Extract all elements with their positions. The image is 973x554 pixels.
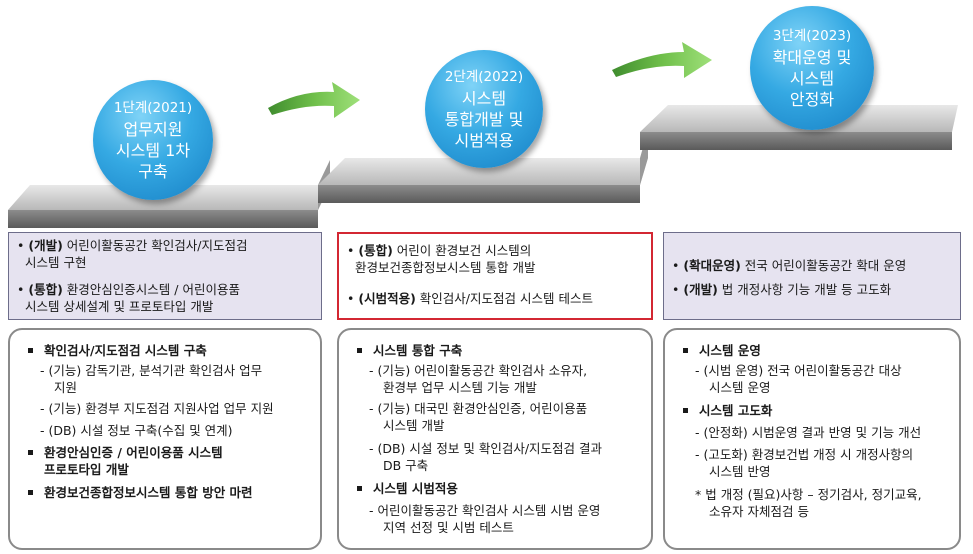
stage-title: 확대운영 및 시스템 안정화 bbox=[772, 47, 852, 109]
detail-item: - (안정화) 시범운영 결과 반영 및 기능 개선 bbox=[695, 425, 922, 440]
detail-item: - (DB) 시설 정보 구축(수집 및 연계) bbox=[40, 423, 233, 438]
step-1-front bbox=[8, 210, 318, 228]
detail-heading: 시스템 운영 bbox=[683, 342, 951, 359]
stage-title: 업무지원 시스템 1차 구축 bbox=[115, 119, 191, 181]
detail-item: - (시범 운영) 전국 어린이활동공간 대상 시스템 운영 bbox=[695, 363, 902, 395]
detail-item: - (DB) 시설 정보 및 확인검사/지도점검 결과 DB 구축 bbox=[369, 441, 603, 473]
detail-heading: 시스템 고도화 bbox=[683, 402, 951, 419]
summary-item: • (통합) 환경안심인증시스템 / 어린이용품 시스템 상세설계 및 프로토타… bbox=[17, 282, 240, 314]
stage-year: 1단계(2021) bbox=[113, 99, 193, 116]
summary-item: • (통합) 어린이 환경보건 시스템의 환경보건종합정보시스템 통합 개발 bbox=[347, 243, 536, 275]
detail-item: - (기능) 감독기관, 분석기관 확인검사 업무 지원 bbox=[40, 363, 263, 395]
stage-1-details: 확인검사/지도점검 시스템 구축 - (기능) 감독기관, 분석기관 확인검사 … bbox=[8, 328, 322, 550]
summary-item: • (개발) 법 개정사항 기능 개발 등 고도화 bbox=[672, 282, 892, 297]
stage-title: 시스템 통합개발 및 시범적용 bbox=[444, 88, 524, 150]
detail-heading: 시스템 시범적용 bbox=[357, 480, 643, 497]
stage-year: 3단계(2023) bbox=[772, 27, 852, 44]
detail-item: - (기능) 대국민 환경안심인증, 어린이용품 시스템 개발 bbox=[369, 401, 588, 433]
stage-3-details: 시스템 운영 - (시범 운영) 전국 어린이활동공간 대상 시스템 운영 시스… bbox=[663, 328, 961, 550]
arrow-stage-1-to-2 bbox=[268, 82, 360, 118]
detail-note: * 법 개정 (필요)사항 – 정기검사, 정기교육, 소유자 자체점검 등 bbox=[695, 487, 922, 519]
arrow-stage-2-to-3 bbox=[612, 42, 712, 78]
stage-3-circle: 3단계(2023) 확대운영 및 시스템 안정화 bbox=[750, 6, 874, 130]
summary-item: • (시범적용) 확인검사/지도점검 시스템 테스트 bbox=[347, 291, 593, 306]
step-2-front bbox=[318, 185, 640, 203]
stage-1-summary: • (개발) 어린이활동공간 확인검사/지도점검 시스템 구현 • (통합) 환… bbox=[8, 232, 322, 320]
stage-2-details: 시스템 통합 구축 - (기능) 어린이활동공간 확인검사 소유자, 환경부 업… bbox=[337, 328, 653, 550]
detail-heading: 확인검사/지도점검 시스템 구축 bbox=[28, 342, 312, 359]
detail-item: - 어린이활동공간 확인검사 시스템 시범 운영 지역 선정 및 시범 테스트 bbox=[369, 503, 601, 535]
stage-year: 2단계(2022) bbox=[444, 68, 524, 85]
stage-3-summary: • (확대운영) 전국 어린이활동공간 확대 운영 • (개발) 법 개정사항 … bbox=[663, 232, 961, 320]
stage-2-summary: • (통합) 어린이 환경보건 시스템의 환경보건종합정보시스템 통합 개발 •… bbox=[337, 232, 653, 320]
stage-2-circle: 2단계(2022) 시스템 통합개발 및 시범적용 bbox=[425, 50, 543, 168]
detail-heading: 시스템 통합 구축 bbox=[357, 342, 643, 359]
detail-heading: 환경안심인증 / 어린이용품 시스템 프로토타입 개발 bbox=[28, 444, 312, 478]
summary-item: • (확대운영) 전국 어린이활동공간 확대 운영 bbox=[672, 258, 907, 273]
detail-item: - (고도화) 환경보건법 개정 시 개정사항의 시스템 반영 bbox=[695, 447, 914, 479]
stage-1-circle: 1단계(2021) 업무지원 시스템 1차 구축 bbox=[93, 80, 213, 200]
summary-item: • (개발) 어린이활동공간 확인검사/지도점검 시스템 구현 bbox=[17, 238, 248, 270]
detail-item: - (기능) 환경부 지도점검 지원사업 업무 지원 bbox=[40, 401, 274, 416]
step-2-top bbox=[318, 158, 648, 185]
detail-item: - (기능) 어린이활동공간 확인검사 소유자, 환경부 업무 시스템 기능 개… bbox=[369, 363, 588, 395]
step-3-front bbox=[640, 132, 952, 150]
detail-heading: 환경보건종합정보시스템 통합 방안 마련 bbox=[28, 484, 312, 501]
